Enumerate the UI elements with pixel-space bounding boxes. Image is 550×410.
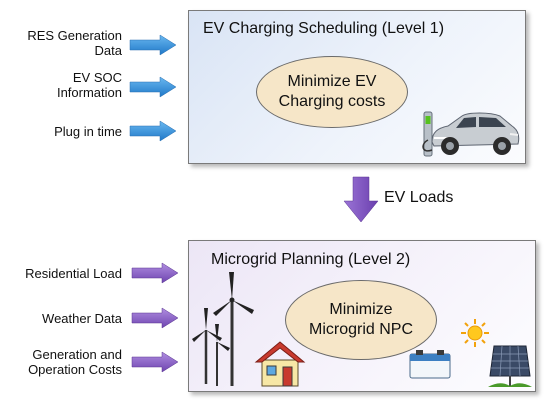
input-label-plug-in-time: Plug in time <box>54 124 122 139</box>
ev-loads-label: EV Loads <box>384 189 454 206</box>
wind-turbine-icon <box>192 272 254 386</box>
level2-panel: Microgrid Planning (Level 2) <box>188 240 536 392</box>
battery-icon <box>409 350 451 379</box>
input-arrow-residential-load <box>131 262 179 284</box>
input-arrow-weather-data <box>131 307 179 329</box>
level1-objective: Minimize EV Charging costs <box>256 56 408 128</box>
charging-station-icon <box>422 111 433 157</box>
input-label-ev-soc: EV SOC Information <box>56 70 122 100</box>
input-arrow-generation-costs <box>131 351 179 373</box>
level2-title: Microgrid Planning (Level 2) <box>211 251 411 268</box>
input-label-weather-data: Weather Data <box>42 311 122 326</box>
electric-car-icon <box>431 112 520 155</box>
input-arrow-ev-soc <box>129 76 177 98</box>
input-arrow-res-generation <box>129 34 177 56</box>
input-label-residential-load: Residential Load <box>25 266 122 281</box>
level2-objective: Minimize Microgrid NPC <box>285 280 437 360</box>
level1-panel: EV Charging Scheduling (Level 1) <box>188 10 526 164</box>
input-label-res-generation: RES Generation Data <box>27 28 122 58</box>
level1-title: EV Charging Scheduling (Level 1) <box>203 20 445 37</box>
house-icon <box>254 341 306 387</box>
solar-panel-icon <box>488 345 532 387</box>
ev-loads-arrow <box>343 176 379 223</box>
input-arrow-plug-in-time <box>129 120 177 142</box>
sun-icon <box>461 319 489 347</box>
input-label-generation-costs: Generation and Operation Costs <box>28 347 122 377</box>
